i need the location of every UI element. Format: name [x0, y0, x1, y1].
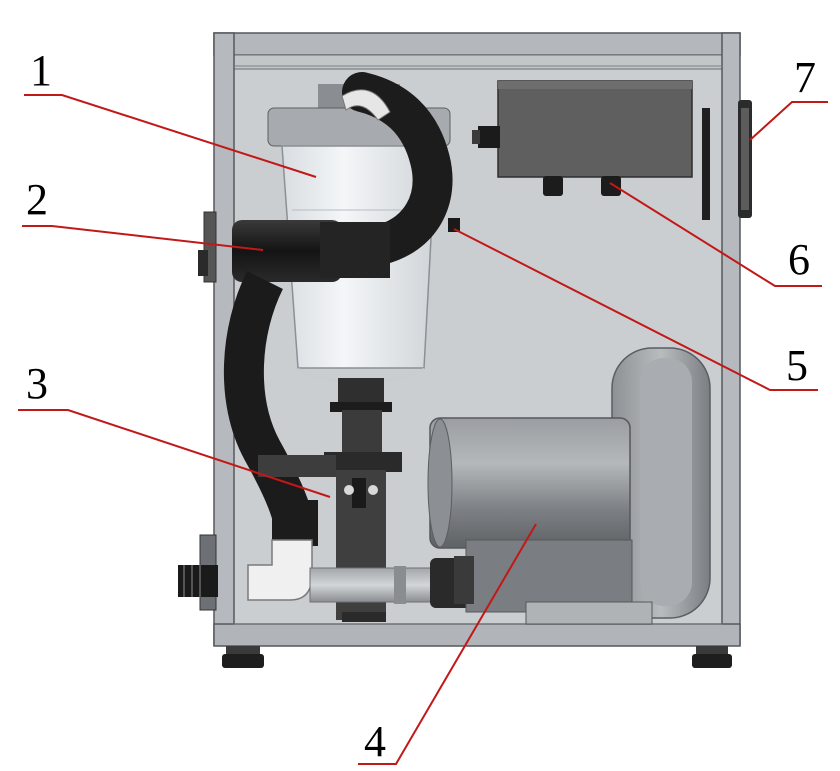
- blower-motor: [427, 347, 711, 625]
- label-5: 5: [786, 341, 808, 390]
- leader-line-1: [24, 94, 317, 178]
- frame-top-inner: [231, 54, 723, 70]
- label-4: 4: [364, 717, 386, 766]
- callout-labels: 1 2 3 4 5 6 7: [26, 46, 816, 766]
- label-3: 3: [26, 359, 48, 408]
- feet: [222, 646, 732, 668]
- hose-assembly: [223, 72, 460, 555]
- side-handle: [702, 100, 752, 220]
- frame-bottom-rail: [213, 623, 741, 647]
- control-box: [472, 80, 693, 196]
- leader-line-4: [358, 523, 537, 765]
- leader-line-2: [22, 225, 264, 251]
- frame-right-post: [721, 32, 741, 646]
- leader-line-6: [609, 182, 822, 287]
- cable-gland-right: [601, 176, 621, 196]
- leader-line-5: [453, 228, 818, 391]
- frame-top-rail: [213, 32, 741, 56]
- cable-gland-left: [543, 176, 563, 196]
- leader-lines: [18, 94, 828, 765]
- label-1: 1: [30, 46, 52, 95]
- label-6: 6: [788, 235, 810, 284]
- leader-line-3: [18, 409, 331, 498]
- left-fittings: [178, 211, 218, 611]
- leader-line-7: [749, 101, 828, 141]
- label-2: 2: [26, 175, 48, 224]
- label-7: 7: [794, 53, 816, 102]
